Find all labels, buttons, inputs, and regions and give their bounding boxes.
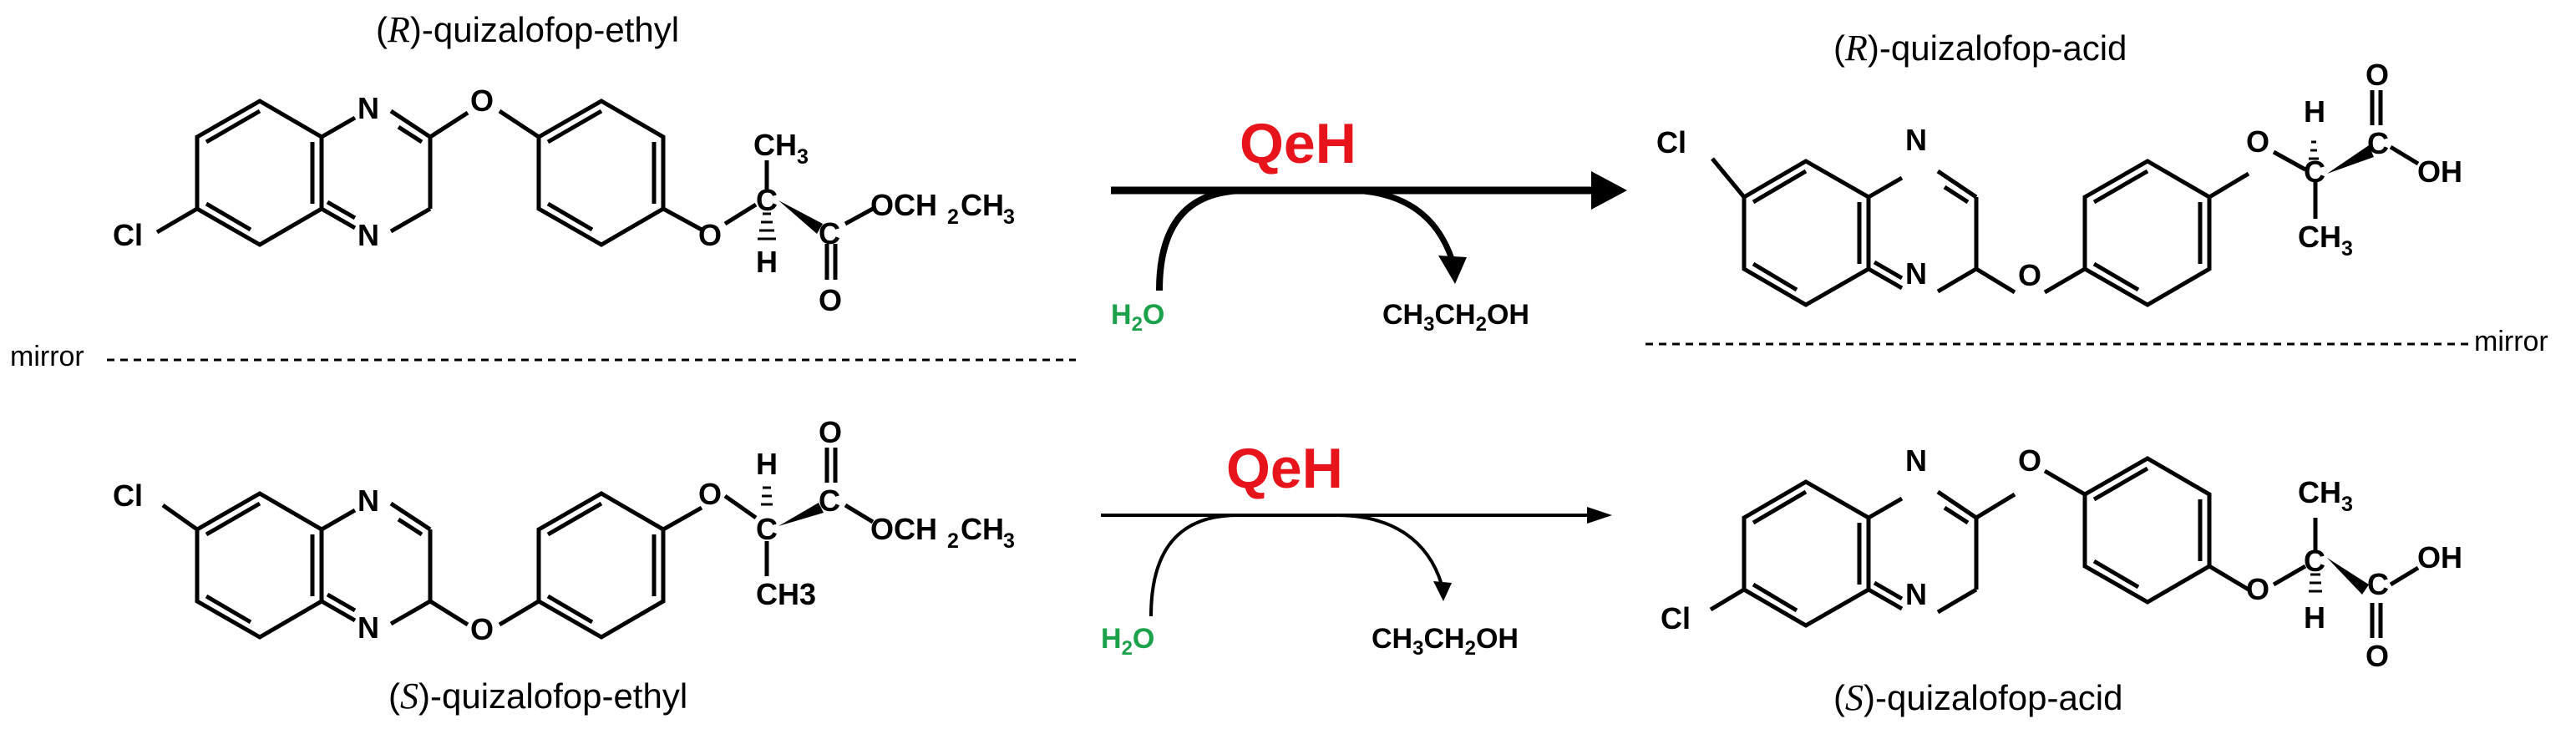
mirror-label-right: mirror [2474,326,2548,357]
atom-h: H [2304,600,2325,635]
atom-c: C [819,483,840,518]
atom-o: O [819,415,842,449]
atom-o: O [470,84,494,118]
atom-o: O [2366,58,2389,92]
atom-o: O [698,477,722,511]
r-quizalofop-acid-structure [1711,90,2420,307]
atom-c: C [2367,567,2389,601]
atom-och: OCH [870,512,937,546]
s-quizalofop-acid-label: (S)-quizalofop-acid [1833,677,2123,718]
s-quizalofop-ethyl-structure [161,448,875,640]
atom-sub: 3 [1003,205,1015,229]
atom-sub: 2 [947,205,959,229]
atom-n: N [1905,123,1927,157]
s-quizalofop-ethyl-label: (S)-quizalofop-ethyl [388,676,687,716]
atom-cl: Cl [1661,601,1691,635]
atom-n: N [1905,256,1927,291]
mirror-label-left: mirror [10,341,84,372]
atom-o: O [2366,639,2389,673]
atom-cl: Cl [113,478,143,513]
atom-sub: 3 [797,145,809,169]
atom-ch3: CH3 [756,577,816,611]
r-quizalofop-acid-atoms: Cl N N O O C H CH 3 C O OH [1656,58,2462,292]
top-reaction-arrow [1111,171,1627,291]
top-enzyme-label: QeH [1240,112,1356,175]
atom-cl: Cl [1656,125,1686,159]
atom-cl: Cl [113,218,143,252]
bottom-enzyme-label: QeH [1226,437,1343,500]
atom-o: O [470,612,494,646]
atom-o: O [2018,443,2041,478]
atom-c: C [2304,154,2325,189]
atom-ch: CH [2298,220,2341,254]
r-quizalofop-acid-label: (R)-quizalofop-acid [1833,28,2127,68]
r-quizalofop-ethyl-atoms: N N Cl O O C CH 3 H C O OCH 2 CH 3 [113,84,1015,317]
atom-n: N [357,483,379,518]
top-water-label: H2O [1111,299,1164,336]
atom-o: O [2018,258,2041,292]
bottom-reaction-arrow [1101,507,1612,617]
r-quizalofop-ethyl-structure [155,99,875,280]
atom-c: C [2367,126,2389,160]
atom-sub: 3 [2341,237,2353,261]
atom-o: O [819,283,842,317]
atom-h: H [756,245,778,279]
atom-c: C [756,512,778,546]
atom-c: C [2304,544,2325,578]
s-quizalofop-acid-atoms: Cl N N O O C CH 3 H C O OH [1661,443,2462,673]
atom-sub: 3 [1003,529,1015,553]
r-quizalofop-ethyl-label: (R)-quizalofop-ethyl [376,9,679,50]
top-ethanol-label: CH3CH2OH [1382,299,1529,336]
atom-h: H [2304,94,2325,129]
atom-ch: CH [961,512,1004,546]
atom-ch: CH [753,128,797,162]
atom-ch: CH [2298,475,2341,509]
atom-n: N [1905,577,1927,611]
bottom-water-label: H2O [1101,623,1154,660]
atom-n: N [1905,443,1927,478]
atom-o: O [2246,572,2269,606]
atom-oh: OH [2417,154,2462,189]
atom-sub: 3 [2341,493,2353,516]
atom-oh: OH [2417,540,2462,575]
atom-sub: 2 [947,529,959,553]
atom-h: H [756,447,778,481]
atom-o: O [698,218,722,252]
atom-o: O [2246,124,2269,159]
atom-och: OCH [870,188,937,222]
atom-n: N [357,91,379,125]
atom-n: N [357,610,379,645]
s-quizalofop-acid-structure [1709,456,2420,638]
atom-n: N [357,218,379,252]
bottom-ethanol-label: CH3CH2OH [1372,623,1519,660]
atom-ch: CH [961,188,1004,222]
s-quizalofop-ethyl-atoms: Cl N N O O C H CH3 C O OCH 2 CH 3 [113,415,1015,646]
atom-c: C [819,216,840,251]
atom-c: C [756,183,778,217]
